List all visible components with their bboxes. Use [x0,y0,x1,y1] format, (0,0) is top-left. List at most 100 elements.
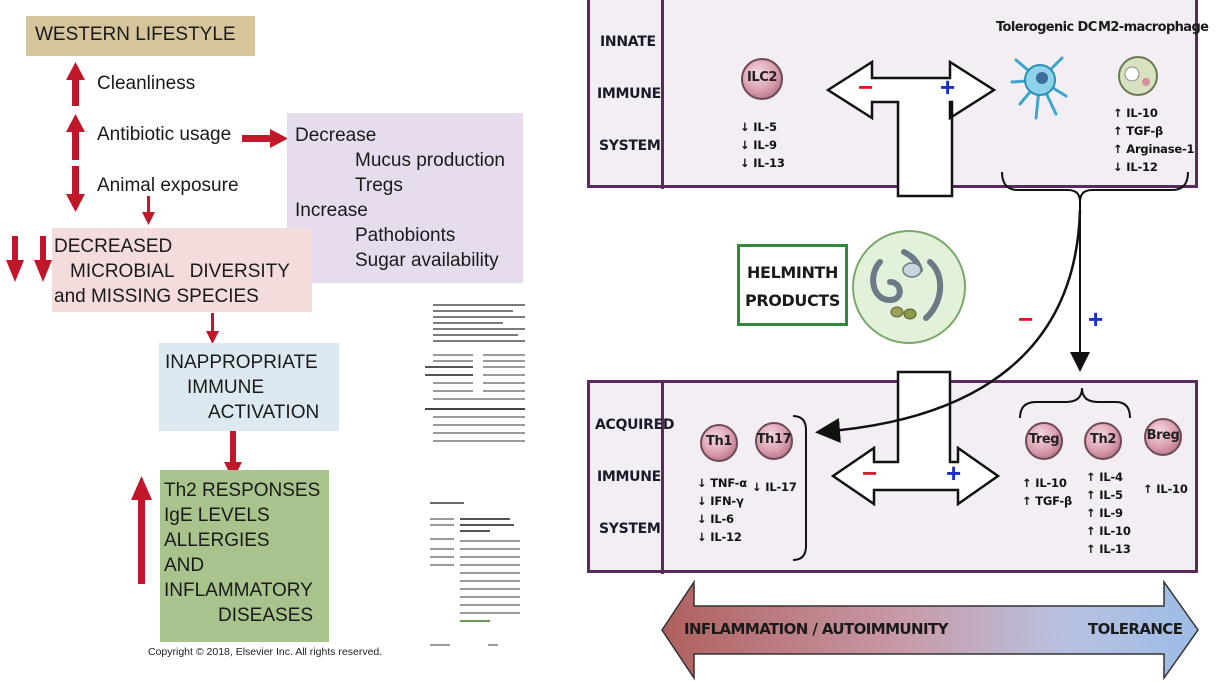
sugar-label: Sugar availability [355,250,499,271]
decreased-to-inappropriate-arrow [206,313,219,344]
th2-cyt-4: IL-10 [1099,524,1131,538]
acquired-minus-sign: − [862,458,878,488]
helminth-line-1: HELMINTH [747,263,838,282]
th2-label: Th2 [1090,432,1116,447]
th17-label: Th17 [756,432,792,447]
decreased-line-2: MICROBIAL DIVERSITY [70,261,290,282]
breg-label: Breg [1146,428,1180,443]
cleanliness-up-arrow [66,62,85,106]
breg-cell-icon [1144,418,1182,456]
decreased-diversity-box: DECREASED MICROBIAL DIVERSITY and MISSIN… [52,228,312,312]
th2-cyt-2: IL-5 [1099,488,1123,502]
outcome-line-5: INFLAMMATORY [164,580,313,601]
treg-cytokines: ↑ IL-10 ↑ TGF-β [1022,476,1073,508]
inflammation-tolerance-arrow [661,579,1199,681]
inappropriate-line-1: INAPPROPRIATE [165,352,318,373]
decrease-label: Decrease [295,125,377,146]
outcome-line-4: AND [164,555,205,576]
outcome-line-2: IgE LEVELS [164,505,270,526]
m2-cyt-3: Arginase-1 [1126,142,1195,156]
th1-cyt-2: IFN-γ [710,494,744,508]
helminth-circle [852,230,966,344]
treg-label: Treg [1028,432,1060,447]
innate-plus-sign: + [940,72,956,102]
inflammation-autoimmunity-label: INFLAMMATION / AUTOIMMUNITY [684,620,948,638]
tolerogenic-dc-label: Tolerogenic DC [996,20,1097,35]
animal-to-decreased-arrow [142,196,155,225]
western-lifestyle-label: WESTERN LIFESTYLE [35,24,236,45]
outcome-line-1: Th2 RESPONSES [164,480,321,501]
th2-cyt-1: IL-4 [1099,470,1123,484]
double-down-arrows [6,236,52,282]
antibiotic-up-arrow [66,114,85,160]
th1-cyt-4: IL-12 [710,530,742,544]
th1-cell-icon [700,424,738,462]
helminth-products-box: HELMINTH PRODUCTS [737,244,848,326]
cleanliness-label: Cleanliness [97,73,196,94]
tolerance-label: TOLERANCE [1088,620,1183,638]
ilc2-label: ILC2 [746,70,778,85]
arrow-plus-sign: + [1088,304,1104,334]
breg-cytokines: ↑ IL-10 [1143,482,1188,496]
copyright-text: Copyright © 2018, Elsevier Inc. All righ… [148,646,383,658]
acquired-t-arrow [830,370,1001,507]
th2-cyt-5: IL-13 [1099,542,1131,556]
ilc2-cyt-2: IL-9 [753,138,777,152]
decreased-line-1: DECREASED [54,236,173,257]
breg-cyt-1: IL-10 [1156,482,1188,496]
ilc2-cytokines: ↓ IL-5 ↓ IL-9 ↓ IL-13 [740,120,785,170]
treg-cyt-2: TGF-β [1035,494,1073,508]
innate-label-1: INNATE [600,34,656,50]
inappropriate-activation-box: INAPPROPRIATE IMMUNE ACTIVATION [159,343,339,431]
th17-cyt-1: IL-17 [765,480,797,494]
m2-cyt-4: IL-12 [1126,160,1158,174]
m2-cyt-1: IL-10 [1126,106,1158,120]
outcome-line-6: DISEASES [218,605,314,626]
th1-label: Th1 [706,434,732,449]
acquired-label-1: ACQUIRED [595,417,675,433]
acquired-plus-sign: + [946,458,962,488]
left-arrows [6,62,288,584]
acquired-label-3: SYSTEM [599,521,661,537]
th2-cyt-3: IL-9 [1099,506,1123,520]
western-lifestyle-box: WESTERN LIFESTYLE [26,16,255,56]
ilc2-cell-icon [741,58,783,100]
outcomes-box: Th2 RESPONSES IgE LEVELS ALLERGIES AND I… [160,470,329,642]
ilc2-cyt-3: IL-13 [753,156,785,170]
th2-cytokines: ↑ IL-4 ↑ IL-5 ↑ IL-9 ↑ IL-10 ↑ IL-13 [1086,470,1131,556]
th17-cell-icon [755,422,793,460]
antibiotic-usage-label: Antibiotic usage [97,124,232,145]
inappropriate-line-2: IMMUNE [187,377,265,398]
innate-label-3: SYSTEM [599,138,661,154]
animal-down-arrow [66,166,85,212]
paper-thumbnail-bottom [428,498,528,648]
treg-cyt-1: IL-10 [1035,476,1067,490]
innate-label-2: IMMUNE [597,86,661,102]
acquired-label-2: IMMUNE [597,469,661,485]
th17-cytokines: ↓ IL-17 [752,480,797,494]
treg-th2-bracket [1019,387,1131,419]
paper-thumbnail-top [423,298,533,453]
th1-cyt-3: IL-6 [710,512,734,526]
th1-th17-bracket [792,415,807,561]
treg-cell-icon [1025,422,1063,460]
outcome-line-3: ALLERGIES [164,530,270,551]
innate-t-arrow [825,59,997,198]
th1-cytokines: ↓ TNF-α ↓ IFN-γ ↓ IL-6 ↓ IL-12 [697,476,747,544]
ilc2-cyt-1: IL-5 [753,120,777,134]
mucus-label: Mucus production [355,150,505,171]
inhibition-curve-arrow [815,209,1082,443]
helminth-line-2: PRODUCTS [745,291,840,310]
decreased-line-3: and MISSING SPECIES [54,286,259,307]
m2-cytokines: ↑ IL-10 ↑ TGF-β ↑ Arginase-1 ↓ IL-12 [1113,106,1195,174]
th2-cell-icon [1084,422,1122,460]
outcomes-up-arrow [131,476,152,584]
tregs-label: Tregs [355,175,403,196]
increase-label: Increase [295,200,368,221]
th1-cyt-1: TNF-α [710,476,747,490]
effects-box: Decrease Mucus production Tregs Increase… [287,113,523,283]
antibiotic-right-arrow [242,129,288,148]
m2-cyt-2: TGF-β [1126,124,1164,138]
innate-bracket [1001,171,1189,203]
